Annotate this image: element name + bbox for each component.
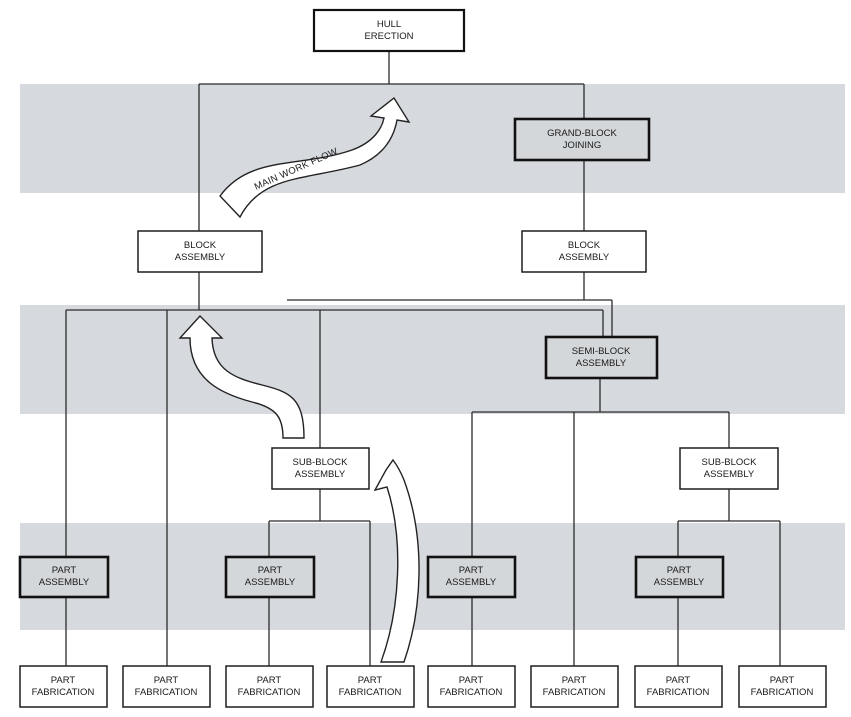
svg-text:PART: PART xyxy=(258,565,283,576)
svg-text:JOINING: JOINING xyxy=(563,140,602,151)
svg-text:ASSEMBLY: ASSEMBLY xyxy=(245,577,296,588)
svg-text:PART: PART xyxy=(562,675,587,686)
grand-block-joining-box: GRAND-BLOCK JOINING xyxy=(513,117,651,162)
sub-block-assembly-box-left: SUB-BLOCK ASSEMBLY xyxy=(271,447,370,490)
part-fabrication-box-7: PART FABRICATION xyxy=(634,665,723,708)
svg-text:FABRICATION: FABRICATION xyxy=(751,687,814,698)
part-fabrication-box-6: PART FABRICATION xyxy=(530,665,619,708)
sub-block-assembly-box-right: SUB-BLOCK ASSEMBLY xyxy=(679,447,779,490)
svg-text:ASSEMBLY: ASSEMBLY xyxy=(39,577,90,588)
svg-text:HULL: HULL xyxy=(377,19,401,30)
svg-text:ASSEMBLY: ASSEMBLY xyxy=(576,358,627,369)
svg-text:GRAND-BLOCK: GRAND-BLOCK xyxy=(547,128,617,139)
svg-text:SUB-BLOCK: SUB-BLOCK xyxy=(702,457,758,468)
svg-text:PART: PART xyxy=(358,675,383,686)
svg-text:FABRICATION: FABRICATION xyxy=(339,687,402,698)
svg-text:FABRICATION: FABRICATION xyxy=(135,687,198,698)
svg-text:BLOCK: BLOCK xyxy=(568,240,601,251)
svg-text:PART: PART xyxy=(459,675,484,686)
block-assembly-box-left: BLOCK ASSEMBLY xyxy=(137,230,263,273)
svg-text:PART: PART xyxy=(667,565,692,576)
svg-text:ASSEMBLY: ASSEMBLY xyxy=(559,252,610,263)
svg-text:ASSEMBLY: ASSEMBLY xyxy=(175,252,226,263)
svg-text:PART: PART xyxy=(459,565,484,576)
block-assembly-box-right: BLOCK ASSEMBLY xyxy=(521,230,647,273)
svg-text:ERECTION: ERECTION xyxy=(364,31,413,42)
part-fabrication-box-4: PART FABRICATION xyxy=(326,665,415,708)
part-fabrication-box-5: PART FABRICATION xyxy=(427,665,516,708)
part-assembly-box-2: PART ASSEMBLY xyxy=(224,555,316,599)
part-assembly-box-3: PART ASSEMBLY xyxy=(426,555,517,599)
svg-text:FABRICATION: FABRICATION xyxy=(543,687,606,698)
svg-text:PART: PART xyxy=(666,675,691,686)
svg-text:ASSEMBLY: ASSEMBLY xyxy=(654,577,705,588)
sub-block-flow-arrow xyxy=(178,314,305,439)
svg-text:FABRICATION: FABRICATION xyxy=(238,687,301,698)
svg-text:ASSEMBLY: ASSEMBLY xyxy=(446,577,497,588)
part-fabrication-box-3: PART FABRICATION xyxy=(225,665,314,708)
svg-text:FABRICATION: FABRICATION xyxy=(647,687,710,698)
connector-lines xyxy=(65,51,781,666)
part-assembly-box-4: PART ASSEMBLY xyxy=(634,555,725,599)
stage-band-semi-block xyxy=(20,305,845,414)
svg-text:FABRICATION: FABRICATION xyxy=(32,687,95,698)
part-fabrication-box-2: PART FABRICATION xyxy=(122,665,211,708)
svg-text:SUB-BLOCK: SUB-BLOCK xyxy=(293,457,349,468)
semi-block-assembly-box: SEMI-BLOCK ASSEMBLY xyxy=(544,335,659,380)
svg-text:PART: PART xyxy=(154,675,179,686)
stage-band-grand-block xyxy=(20,84,845,193)
svg-text:ASSEMBLY: ASSEMBLY xyxy=(704,469,755,480)
svg-text:PART: PART xyxy=(770,675,795,686)
svg-text:PART: PART xyxy=(52,565,77,576)
svg-text:PART: PART xyxy=(257,675,282,686)
svg-text:FABRICATION: FABRICATION xyxy=(440,687,503,698)
svg-text:BLOCK: BLOCK xyxy=(184,240,217,251)
svg-text:SEMI-BLOCK: SEMI-BLOCK xyxy=(572,346,631,357)
svg-text:ASSEMBLY: ASSEMBLY xyxy=(295,469,346,480)
part-fabrication-box-8: PART FABRICATION xyxy=(738,665,827,708)
part-fabrication-box-1: PART FABRICATION xyxy=(19,665,108,708)
part-flow-arrow xyxy=(373,458,420,663)
part-assembly-box-1: PART ASSEMBLY xyxy=(18,555,110,599)
svg-text:PART: PART xyxy=(51,675,76,686)
hull-erection-box: HULL ERECTION xyxy=(312,8,466,53)
